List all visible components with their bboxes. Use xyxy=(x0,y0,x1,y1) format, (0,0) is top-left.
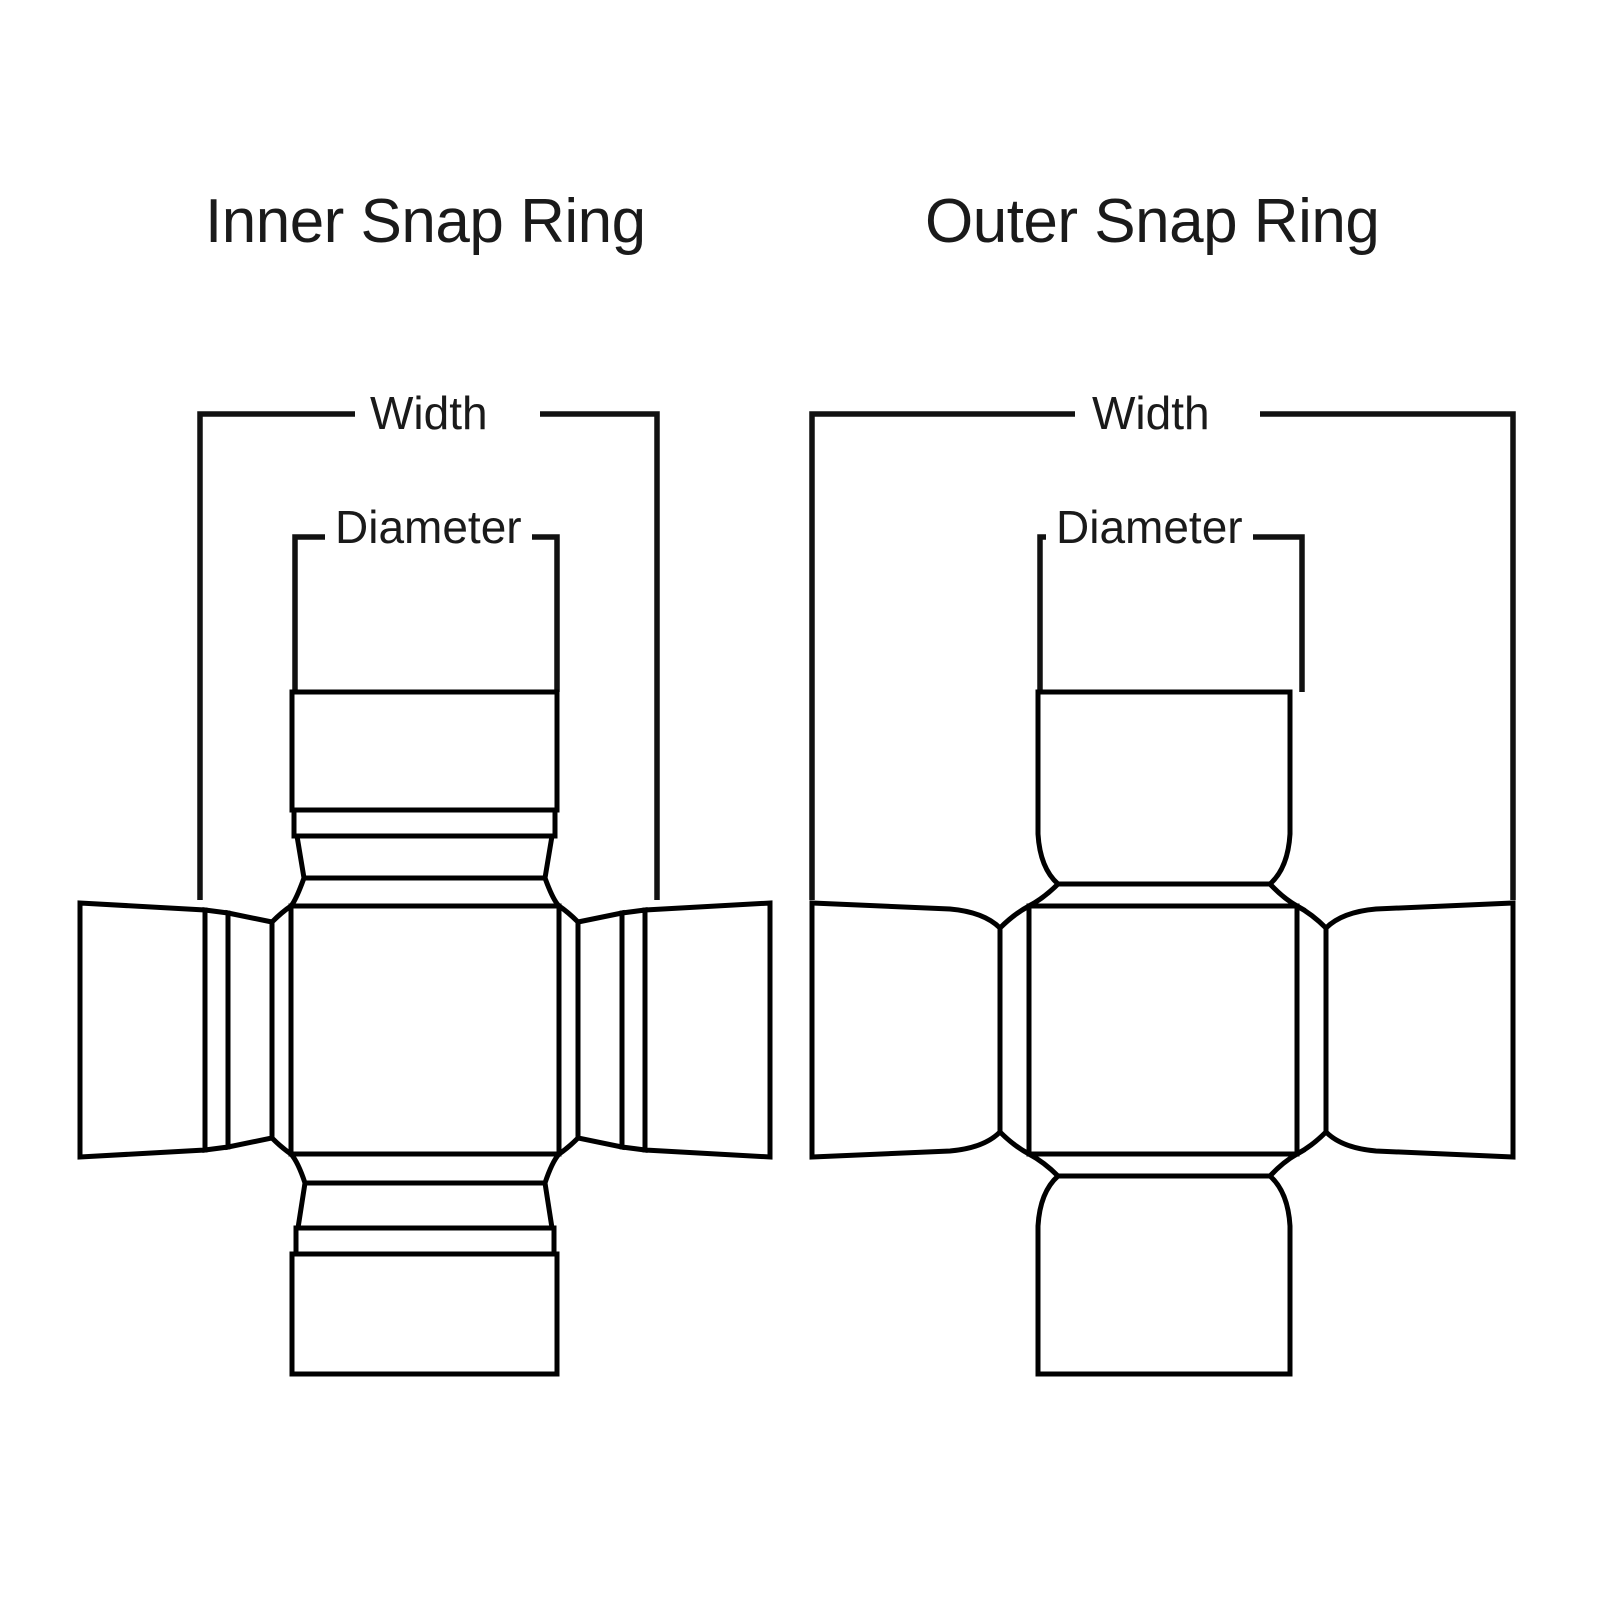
inner-right-arm xyxy=(556,900,773,1160)
inner-snap-ring-drawing xyxy=(77,411,773,1377)
dimension-label-diameter-outer: Diameter xyxy=(1046,500,1253,554)
outer-center-body xyxy=(1026,903,1300,1157)
inner-top-arm xyxy=(285,689,566,909)
inner-bottom-arm xyxy=(285,1151,565,1377)
diameter-dimension-inner xyxy=(292,534,560,692)
width-dimension-outer xyxy=(809,411,1516,900)
dimension-label-width-inner: Width xyxy=(360,386,498,440)
outer-top-arm xyxy=(1027,689,1307,909)
outer-bottom-arm xyxy=(1027,1151,1307,1377)
diameter-dimension-outer xyxy=(1037,534,1305,692)
panel-title-outer-snap-ring: Outer Snap Ring xyxy=(925,187,1380,256)
outer-right-arm xyxy=(1294,900,1516,1160)
outer-left-arm xyxy=(809,900,1032,1160)
dimension-label-diameter-inner: Diameter xyxy=(325,500,532,554)
width-dimension-inner xyxy=(197,411,660,900)
outer-snap-ring-drawing xyxy=(809,411,1516,1377)
inner-center-body xyxy=(288,903,562,1157)
dimension-label-width-outer: Width xyxy=(1082,386,1220,440)
panel-title-inner-snap-ring: Inner Snap Ring xyxy=(205,187,646,256)
inner-left-arm xyxy=(77,900,294,1160)
